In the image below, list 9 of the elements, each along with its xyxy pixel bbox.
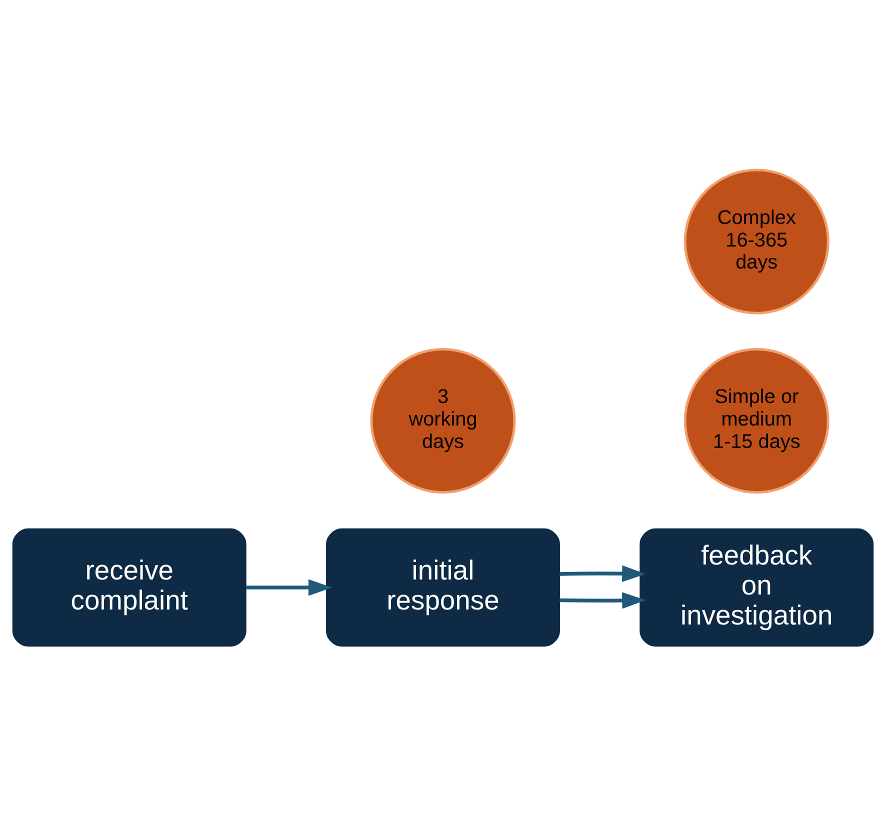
node-box: receive complaint	[12, 528, 246, 647]
arrow	[560, 565, 646, 582]
node-box: initial response	[326, 528, 560, 647]
arrow	[246, 579, 332, 596]
arrow	[560, 592, 646, 609]
node-circle: 3 working days	[370, 348, 516, 494]
node-circle: Complex 16-365 days	[684, 168, 830, 314]
node-box: feedback on investigation	[640, 528, 874, 647]
node-circle: Simple or medium 1-15 days	[684, 348, 830, 494]
